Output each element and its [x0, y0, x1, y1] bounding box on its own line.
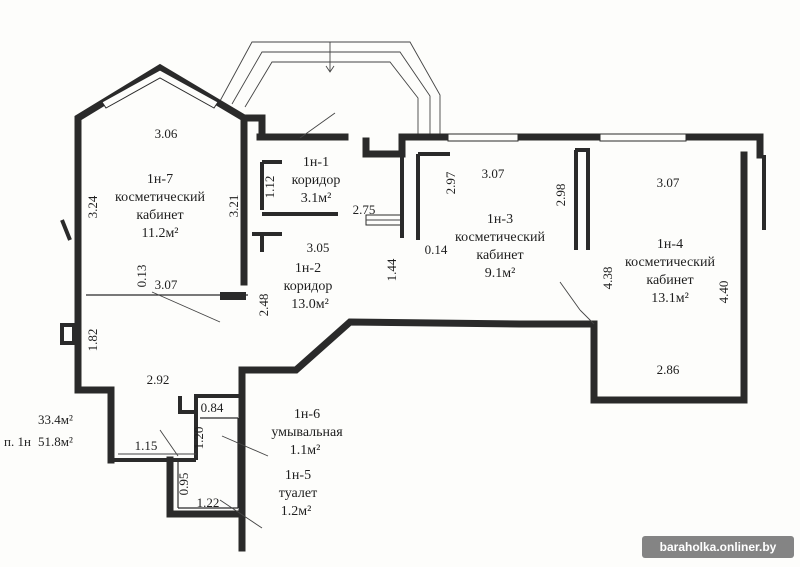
- dim-label: 2.98: [553, 184, 568, 207]
- room-1n-3-label: 1н-3 косметический кабинет 9.1м²: [455, 212, 545, 281]
- summary-area: 33.4м²: [38, 412, 73, 427]
- dim-label: 4.38: [600, 267, 615, 290]
- summary-label: п. 1н: [4, 434, 31, 449]
- room-code: 1н-7: [147, 172, 173, 187]
- room-area: 1.1м²: [290, 443, 321, 458]
- dim-label: 2.86: [657, 362, 680, 377]
- room-code: 1н-6: [294, 407, 320, 422]
- dim-label: 1.15: [135, 438, 158, 453]
- room-name: коридор: [292, 173, 341, 188]
- dim-label: 0.13: [134, 265, 149, 288]
- watermark-text: baraholka.onliner.by: [660, 540, 777, 554]
- room-code: 1н-2: [295, 261, 321, 276]
- room-1n-1-label: 1н-1 коридор 3.1м²: [292, 155, 341, 206]
- dim-label: 0.14: [425, 242, 448, 257]
- wall-room-7: [74, 63, 248, 394]
- area-summary: 33.4м² п. 1н 51.8м²: [4, 412, 73, 449]
- room-code: 1н-1: [303, 155, 329, 170]
- dim-label: 1.82: [85, 329, 100, 352]
- partitions: [60, 112, 766, 529]
- room-name: кабинет: [646, 273, 693, 288]
- dim-label: 3.07: [657, 175, 680, 190]
- dim-label: 3.06: [155, 126, 178, 141]
- dim-label: 0.84: [201, 400, 224, 415]
- room-area: 13.0м²: [291, 297, 329, 312]
- dim-label: 1.44: [384, 258, 399, 281]
- room-area: 1.2м²: [281, 504, 312, 519]
- room-name: коридор: [284, 279, 333, 294]
- room-name: косметический: [625, 255, 715, 270]
- dimensions: 3.06 3.24 3.21 0.13 3.07 1.12 2.75 3.05 …: [85, 126, 731, 510]
- dim-label: 1.22: [197, 495, 220, 510]
- room-area: 13.1м²: [651, 291, 689, 306]
- dim-label: 3.21: [226, 195, 241, 218]
- room-area: 3.1м²: [301, 191, 332, 206]
- bay-window: [219, 41, 441, 137]
- dim-label: 1.12: [262, 176, 277, 199]
- room-1n-2-label: 1н-2 коридор 13.0м²: [284, 261, 333, 312]
- room-1n-4-label: 1н-4 косметический кабинет 13.1м²: [625, 237, 715, 306]
- dim-label: 2.97: [443, 171, 458, 194]
- room-name: умывальная: [271, 425, 343, 440]
- outer-walls: [74, 114, 764, 552]
- room-name: туалет: [279, 486, 317, 501]
- dim-label: 4.40: [716, 281, 731, 304]
- dim-label: 0.95: [176, 473, 191, 496]
- room-1n-7-label: 1н-7 косметический кабинет 11.2м²: [115, 172, 205, 241]
- room-area: 9.1м²: [485, 266, 516, 281]
- dim-label: 2.92: [147, 372, 170, 387]
- dim-label: 3.24: [85, 195, 100, 218]
- room-code: 1н-4: [657, 237, 683, 252]
- watermark: baraholka.onliner.by: [642, 536, 794, 558]
- summary-area: 51.8м²: [38, 434, 73, 449]
- dim-label: 2.75: [353, 202, 376, 217]
- top-windows: [447, 133, 687, 142]
- room-name: кабинет: [476, 248, 523, 263]
- room-name: косметический: [115, 190, 205, 205]
- dim-label: 3.05: [307, 240, 330, 255]
- room-code: 1н-5: [285, 468, 311, 483]
- room-1n-5-label: 1н-5 туалет 1.2м²: [279, 468, 317, 519]
- dim-label: 3.07: [155, 277, 178, 292]
- room-name: кабинет: [136, 208, 183, 223]
- room-name: косметический: [455, 230, 545, 245]
- room-1n-6-label: 1н-6 умывальная 1.1м²: [271, 407, 343, 458]
- dim-label: 3.07: [482, 166, 505, 181]
- watermark-bg: [642, 536, 794, 558]
- dim-label: 2.48: [256, 294, 271, 317]
- room-code: 1н-3: [487, 212, 513, 227]
- room-area: 11.2м²: [141, 226, 178, 241]
- dim-label: 1.20: [191, 427, 206, 450]
